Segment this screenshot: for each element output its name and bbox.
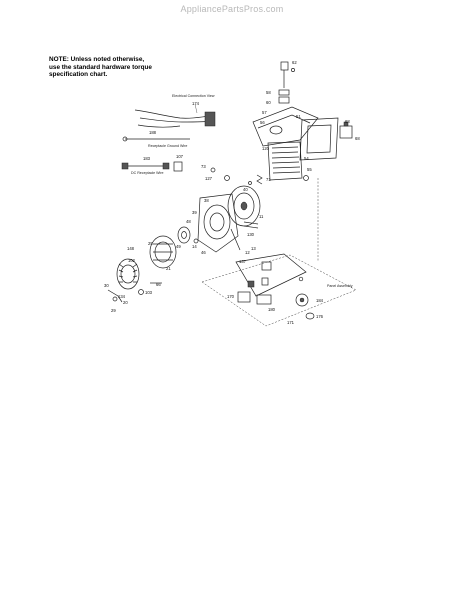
callout-48: 48 [186, 219, 191, 224]
cooling-fan [116, 258, 140, 290]
callout-73: 73 [201, 164, 206, 169]
callout-60: 60 [266, 100, 271, 105]
note-line-1: NOTE: Unless noted otherwise, [49, 56, 145, 63]
callout-58: 58 [266, 90, 271, 95]
callout-183: 183 [143, 156, 151, 161]
callout-174: 174 [192, 101, 200, 106]
callout-120: 120 [262, 146, 270, 151]
callout-127: 127 [205, 176, 213, 181]
receptacle-ground-wire-label: Receptacle Ground Wire [148, 144, 187, 148]
note-line-3: specification chart. [49, 71, 108, 79]
callout-180: 180 [268, 307, 276, 312]
callout-49: 49 [176, 244, 181, 249]
callout-184: 184 [316, 298, 324, 303]
panel-receptacles [237, 291, 315, 320]
torque-note: NOTE: Unless noted otherwise, use the st… [49, 56, 152, 79]
fuel-cap-assembly [278, 61, 295, 104]
callout-66: 66 [156, 282, 161, 287]
callout-137: 137 [239, 259, 247, 264]
callout-25: 25 [148, 241, 153, 246]
panel-assembly-region [201, 178, 357, 327]
callout-171: 171 [287, 320, 295, 325]
wiring-harness [134, 103, 216, 128]
callout-102: 102 [128, 258, 136, 263]
callout-14: 14 [192, 244, 197, 249]
callout-170: 170 [227, 294, 235, 299]
electrical-connection-view-label: Electrical Connection View [172, 94, 215, 98]
callout-54: 54 [304, 156, 309, 161]
callout-51: 51 [296, 114, 301, 119]
engine-housing [197, 193, 239, 253]
dc-receptacle-wire-label: DC Receptacle Wire [131, 171, 164, 175]
muffler-grille [267, 141, 309, 181]
callout-103: 103 [145, 290, 153, 295]
callout-40: 40 [243, 187, 248, 192]
callout-107: 107 [176, 154, 184, 159]
callout-38: 38 [204, 198, 209, 203]
note-line-2: use the standard hardware torque [49, 63, 152, 71]
callout-57: 57 [262, 110, 267, 115]
small-hardware [210, 167, 263, 185]
watermark-text: AppliancePartsPros.com [180, 4, 284, 14]
callout-39: 39 [192, 210, 197, 215]
panel-assembly-label: Panel Assembly [327, 284, 353, 288]
callout-148: 148 [127, 246, 135, 251]
callout-12: 12 [245, 250, 250, 255]
fuel-tank [252, 106, 319, 147]
callout-62: 62 [292, 60, 297, 65]
dc-receptacle-wire [121, 161, 183, 172]
callout-68-top: 68 [345, 119, 350, 124]
callout-134: 134 [118, 294, 126, 299]
callout-21: 21 [166, 266, 171, 271]
flywheel-assembly [149, 235, 177, 269]
callout-46: 46 [201, 250, 206, 255]
callout-130: 130 [247, 232, 255, 237]
control-panel [235, 253, 307, 297]
callout-55: 55 [307, 167, 312, 172]
callout-11: 11 [259, 214, 264, 219]
callout-29: 29 [111, 308, 116, 313]
callout-68: 68 [355, 136, 360, 141]
callout-13: 13 [251, 246, 256, 251]
callout-71: 71 [266, 177, 271, 182]
side-frame [299, 117, 353, 161]
callout-30: 30 [104, 283, 109, 288]
recoil-parts [107, 282, 162, 303]
center-hardware [177, 221, 259, 251]
alternator-rotor [227, 185, 261, 227]
callout-188: 188 [149, 130, 157, 135]
callout-20: 20 [123, 300, 128, 305]
callout-176: 176 [316, 314, 324, 319]
receptacle-ground-wire [122, 136, 190, 142]
callout-56: 56 [260, 120, 265, 125]
